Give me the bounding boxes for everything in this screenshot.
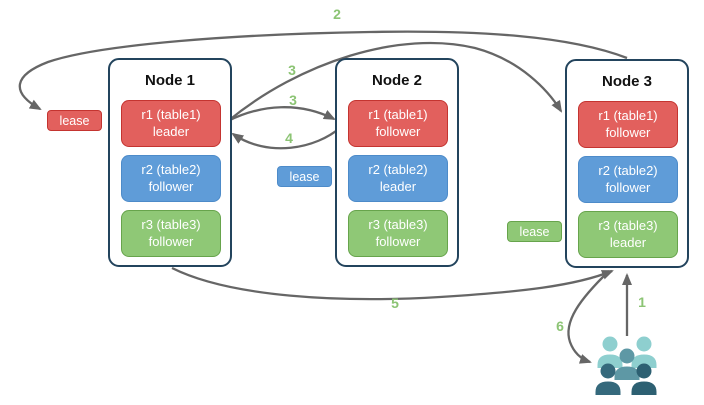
step-label-1: 1 — [638, 294, 646, 310]
replica-role: leader — [379, 178, 417, 194]
person-back-left-icon — [597, 336, 623, 368]
step-label-6: 6 — [556, 318, 564, 334]
node-3: Node 3 r1 (table1) follower r2 (table2) … — [565, 59, 689, 268]
replica-label: r1 (table1) — [141, 106, 201, 122]
node-2: Node 2 r1 (table1) follower r2 (table2) … — [335, 58, 459, 267]
lease-badge-table2: lease — [277, 166, 332, 187]
replica-label: r3 (table3) — [598, 217, 658, 233]
node-1: Node 1 r1 (table1) leader r2 (table2) fo… — [108, 58, 232, 267]
node-2-replica-r2: r2 (table2) leader — [348, 155, 448, 202]
replica-role: follower — [375, 233, 421, 249]
node-1-replica-r1: r1 (table1) leader — [121, 100, 221, 147]
step-label-3b: 3 — [289, 92, 297, 108]
replica-role: follower — [605, 179, 651, 195]
replica-label: r2 (table2) — [368, 161, 428, 177]
node-2-replica-r1: r1 (table1) follower — [348, 100, 448, 147]
node-3-replica-r3: r3 (table3) leader — [578, 211, 678, 258]
replica-label: r1 (table1) — [368, 106, 428, 122]
replica-role: leader — [152, 123, 190, 139]
step-label-4: 4 — [285, 130, 293, 146]
replica-label: r2 (table2) — [598, 162, 658, 178]
node-2-title: Node 2 — [371, 72, 422, 89]
replica-label: r3 (table3) — [368, 216, 428, 232]
replica-label: r2 (table2) — [141, 161, 201, 177]
step-label-3a: 3 — [288, 62, 296, 78]
arrow-step-3-node1-to-node2 — [227, 106, 336, 123]
replica-label: r1 (table1) — [598, 107, 658, 123]
node-1-replica-r3: r3 (table3) follower — [121, 210, 221, 257]
replica-role: follower — [148, 178, 194, 194]
replica-label: r3 (table3) — [141, 216, 201, 232]
users-group-icon — [595, 336, 657, 395]
node-1-replica-r2: r2 (table2) follower — [121, 155, 221, 202]
replica-role: follower — [148, 233, 194, 249]
step-label-2: 2 — [333, 6, 341, 22]
replica-role: follower — [605, 124, 651, 140]
lease-badge-table1: lease — [47, 110, 102, 131]
replica-role: leader — [609, 234, 647, 250]
replica-role: follower — [375, 123, 421, 139]
node-1-title: Node 1 — [144, 72, 195, 89]
person-back-right-icon — [631, 336, 657, 368]
node-2-replica-r3: r3 (table3) follower — [348, 210, 448, 257]
step-label-5: 5 — [391, 295, 399, 311]
node-3-replica-r1: r1 (table1) follower — [578, 101, 678, 148]
lease-badge-table3: lease — [507, 221, 562, 242]
node-3-title: Node 3 — [601, 73, 652, 90]
node-3-replica-r2: r2 (table2) follower — [578, 156, 678, 203]
